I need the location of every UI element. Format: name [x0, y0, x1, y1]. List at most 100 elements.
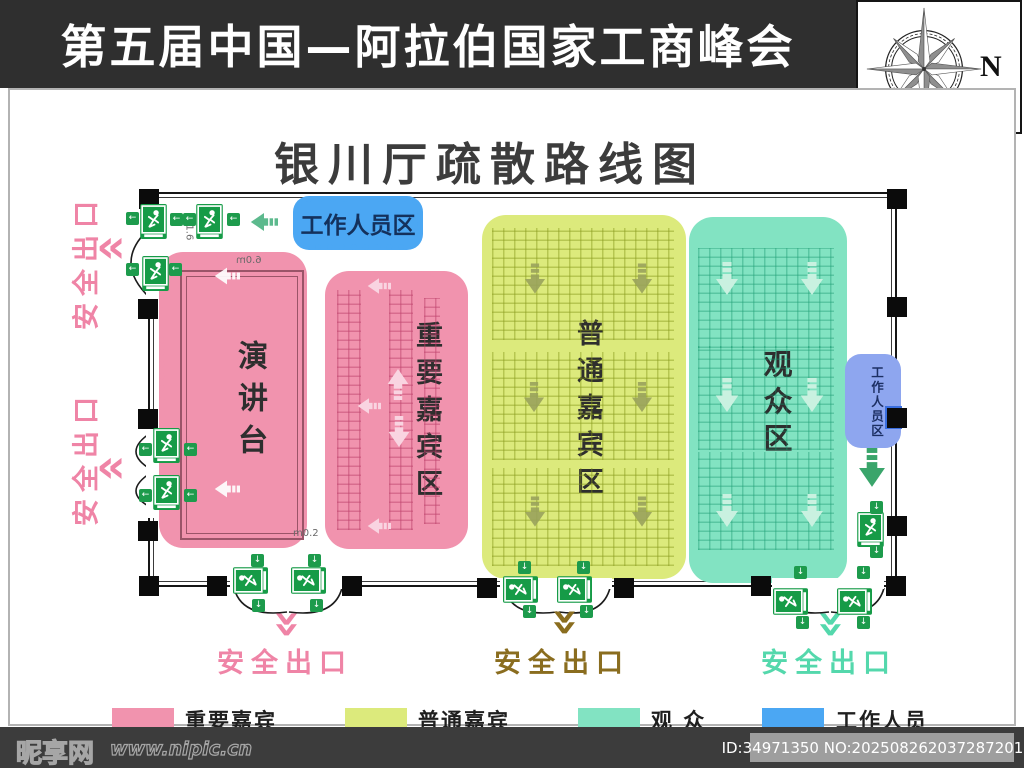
header-bar: 第五届中国—阿拉伯国家工商峰会 [0, 0, 856, 88]
pillar [207, 576, 227, 596]
map-title: 银川厅疏散路线图 [273, 138, 707, 191]
evacuation-arrow-icon [357, 389, 381, 423]
exit-sign-icon [503, 576, 538, 603]
exit-sign-icon [291, 567, 326, 594]
zone-label-staff-top: 工作人员区 [300, 213, 416, 239]
pillar [887, 189, 907, 209]
evacuation-arrow-icon [214, 252, 240, 300]
evacuation-arrow-icon [214, 465, 240, 513]
evacuation-arrow-icon [631, 262, 653, 296]
exit-direction-badge-icon: ← [139, 489, 152, 502]
exit-direction-badge-icon: ↓ [870, 545, 883, 558]
exit-direction-badge-icon: ← [126, 212, 139, 225]
exit-direction-badge-icon: ← [183, 213, 196, 226]
chevron-left-icon: « [96, 439, 126, 493]
exit-label-bottom-center: 安全出口 [494, 648, 630, 679]
pillar [138, 521, 158, 541]
evacuation-arrow-icon [856, 448, 888, 488]
pillar [886, 576, 906, 596]
stage-outline [180, 270, 304, 540]
site-url: www.nipic.cn [109, 737, 253, 760]
zone-label-staff-right: 工作人员区 [869, 366, 884, 439]
exit-sign-icon [857, 512, 884, 547]
pillar [139, 576, 159, 596]
exit-label-bottom-left: 安全出口 [217, 648, 353, 679]
exit-direction-badge-icon: ↓ [580, 605, 593, 618]
exit-sign-icon [233, 567, 268, 594]
exit-direction-badge-icon: ← [139, 443, 152, 456]
exit-sign-icon [140, 204, 167, 239]
evacuation-arrow-icon [799, 378, 825, 413]
summit-title: 第五届中国—阿拉伯国家工商峰会 [60, 20, 796, 74]
exit-sign-icon [773, 588, 808, 615]
chevron-down-icon: « [535, 607, 589, 637]
zone-podium: 演讲台 [159, 252, 307, 548]
dim-label: m0.2 [293, 528, 319, 539]
chevron-left-icon: « [96, 219, 126, 273]
door-gap [500, 578, 612, 589]
pillar [751, 576, 771, 596]
exit-direction-badge-icon: ↓ [794, 566, 807, 579]
seat-rows [424, 298, 440, 524]
zone-staff-top: 工作人员区 [293, 196, 423, 250]
evacuation-arrow-icon [714, 494, 740, 528]
evacuation-arrow-icon [367, 503, 391, 549]
evacuation-arrow-icon [714, 262, 740, 296]
evacuation-arrow-icon [386, 416, 412, 448]
zone-staff-right: 工作人员区 [845, 354, 901, 448]
evacuation-arrow-icon [367, 263, 391, 309]
pillar [342, 576, 362, 596]
seat-rows [337, 290, 361, 530]
evacuation-arrow-icon [524, 262, 546, 296]
zone-vip: 重要嘉宾区 [325, 271, 468, 549]
evacuation-arrow-icon [714, 378, 740, 413]
zone-label-vip: 重要嘉宾区 [407, 321, 446, 506]
legend-swatch [578, 708, 640, 729]
zone-label-audience: 观众区 [755, 349, 797, 460]
exit-direction-badge-icon: ↓ [523, 605, 536, 618]
exit-direction-badge-icon: ← [227, 213, 240, 226]
exit-direction-badge-icon: ↓ [518, 561, 531, 574]
image-id: ID:34971350 NO:20250826203728720100 [722, 733, 1024, 762]
exit-label-bottom-right: 安全出口 [761, 648, 897, 679]
legend: 重要嘉宾普通嘉宾观 众工作人员 [0, 705, 1024, 733]
exit-direction-badge-icon: ↓ [310, 599, 323, 612]
exit-sign-icon [837, 588, 872, 615]
exit-direction-badge-icon: ← [169, 263, 182, 276]
pillar [887, 297, 907, 317]
zone-label-ordinary: 普通嘉宾区 [568, 319, 607, 504]
door-gap [772, 578, 884, 589]
evacuation-arrow-icon [799, 262, 825, 296]
evacuation-arrow-icon [385, 368, 411, 400]
exit-direction-badge-icon: ↓ [857, 566, 870, 579]
evacuation-arrow-icon [799, 494, 825, 528]
exit-direction-badge-icon: ↓ [857, 616, 870, 629]
exit-direction-badge-icon: ← [184, 443, 197, 456]
exit-direction-badge-icon: ↓ [252, 599, 265, 612]
exit-sign-icon [196, 204, 223, 239]
exit-direction-badge-icon: ↓ [577, 561, 590, 574]
exit-direction-badge-icon: ↓ [251, 554, 264, 567]
evacuation-arrow-icon [524, 495, 546, 529]
pillar [138, 409, 158, 429]
pillar [477, 578, 497, 598]
exit-sign-icon [153, 428, 180, 463]
seat-rows [389, 290, 413, 530]
exit-direction-badge-icon: ↓ [796, 616, 809, 629]
door-gap [230, 578, 343, 589]
chevron-down-icon: « [257, 609, 311, 639]
exit-sign-icon [153, 475, 180, 510]
exit-direction-badge-icon: ← [184, 489, 197, 502]
pillar [614, 578, 634, 598]
zone-ordinary: 普通嘉宾区 [482, 215, 686, 579]
legend-swatch [762, 708, 824, 729]
exit-direction-badge-icon: ← [126, 263, 139, 276]
footer-bar: 昵享网 www.nipic.cn ID:34971350 NO:20250826… [0, 727, 1024, 768]
legend-swatch [112, 708, 174, 729]
pillar [887, 516, 907, 536]
evacuation-arrow-icon [523, 380, 545, 415]
north-label: N [980, 50, 1002, 83]
exit-direction-badge-icon: ↓ [308, 554, 321, 567]
